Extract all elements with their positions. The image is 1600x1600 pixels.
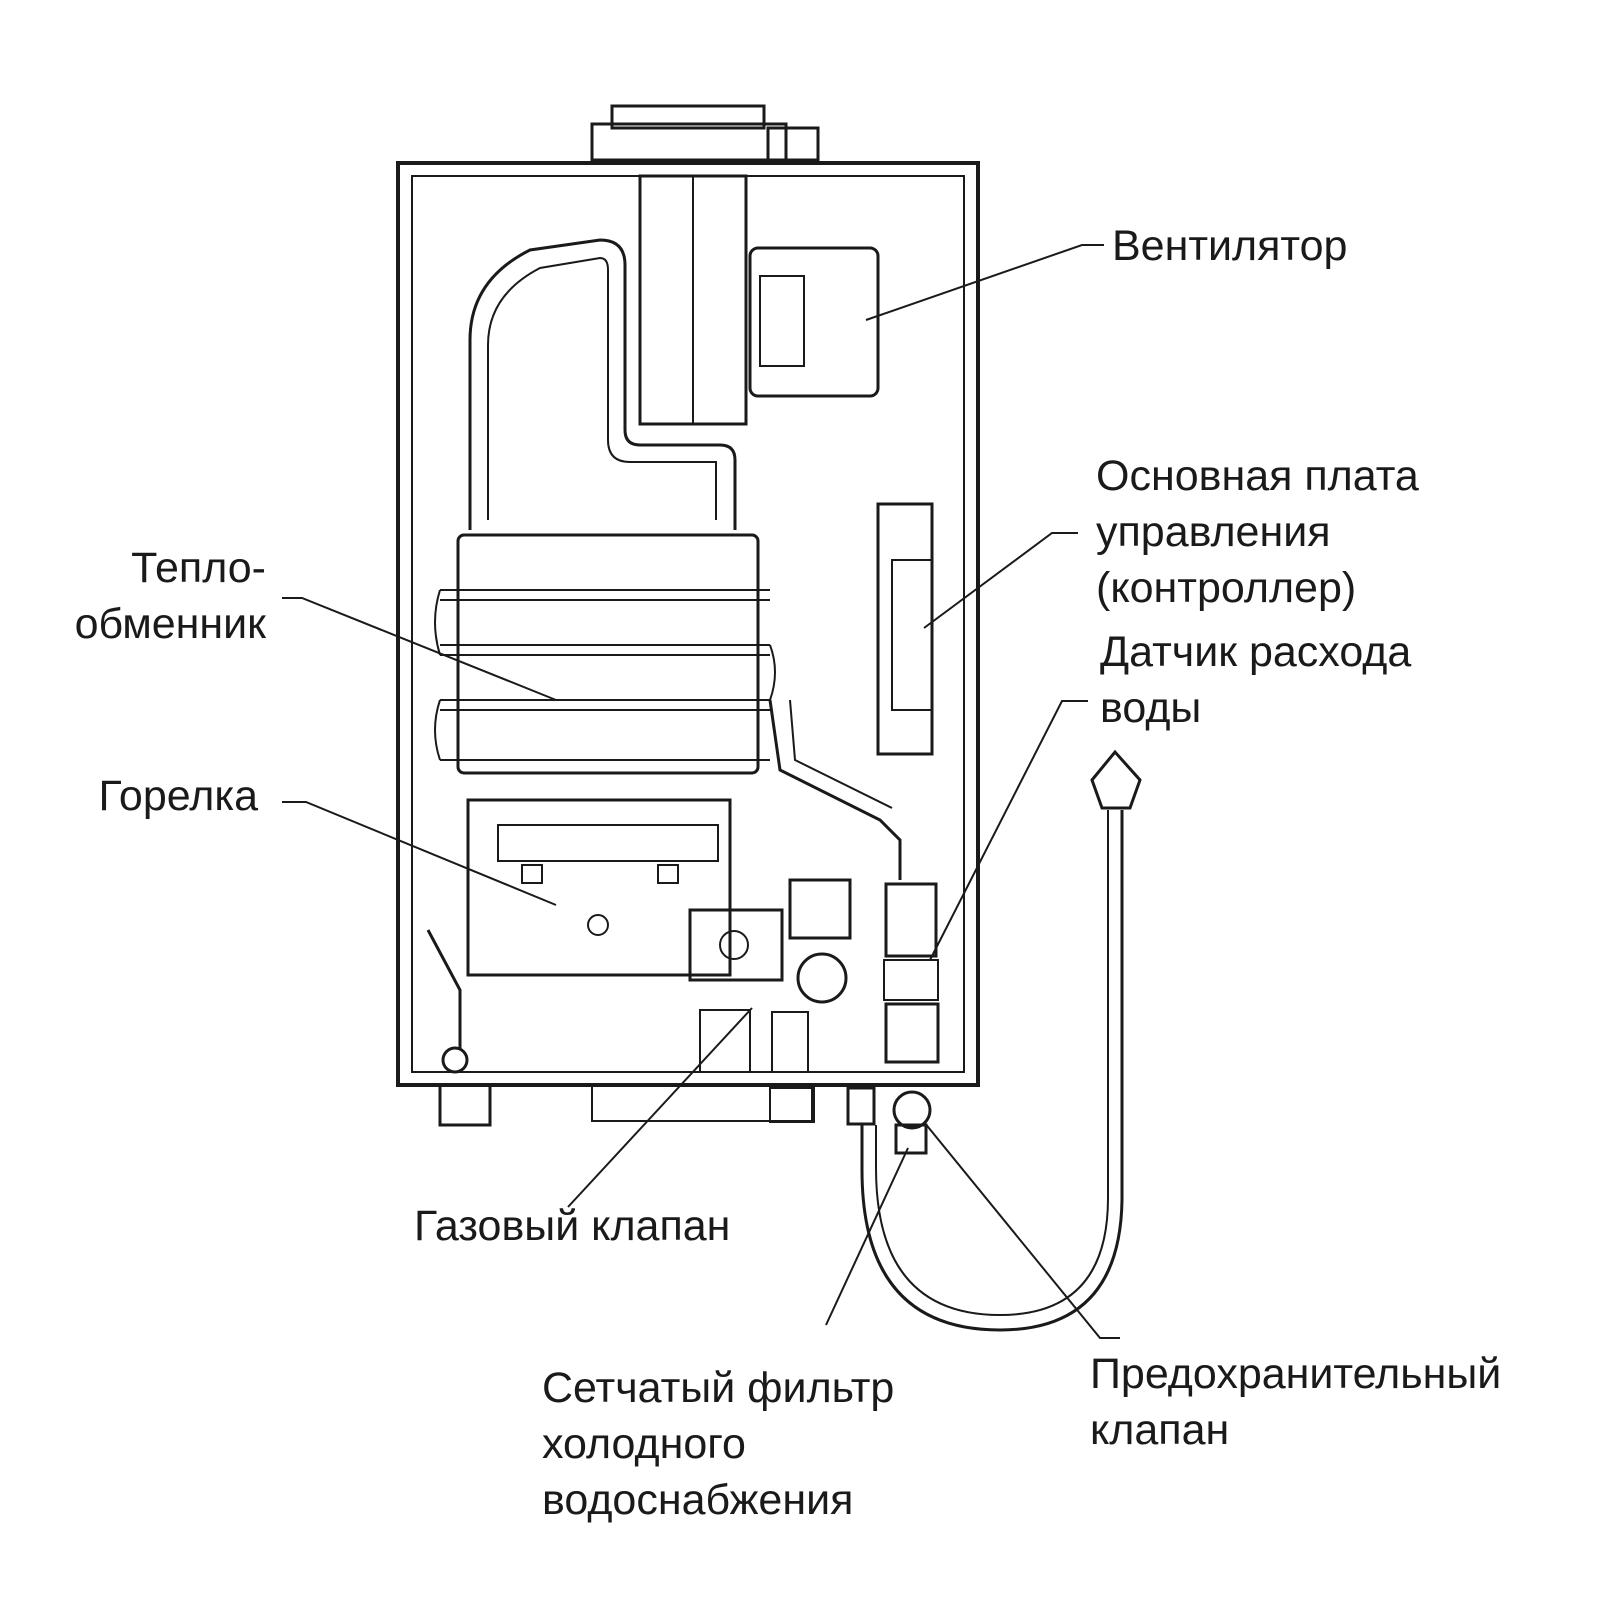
leader-safety-valve — [923, 1121, 1120, 1339]
bottom-bracket — [591, 1084, 813, 1122]
label-fan: Вентилятор — [1112, 222, 1348, 270]
gas-valve-solenoid — [788, 878, 852, 940]
leader-fan — [865, 244, 1104, 321]
leader-control-board — [923, 532, 1078, 629]
label-flow-sensor: Датчик расхода воды — [1100, 628, 1412, 732]
leader-heat-exchanger — [282, 597, 557, 701]
drain-hose — [860, 810, 1124, 1332]
bottom-connection-left — [438, 1083, 492, 1127]
fan-motor — [748, 246, 880, 398]
leader-gas-valve — [567, 1007, 753, 1208]
label-gas-valve: Газовый клапан — [414, 1202, 731, 1250]
burner-housing — [466, 798, 732, 977]
exchanger-top-pipe — [468, 238, 737, 530]
flue-collar — [610, 104, 766, 130]
flue-base — [590, 122, 788, 162]
gas-inlet-stub — [699, 1009, 751, 1073]
strainer-body — [894, 1123, 928, 1155]
leader-burner — [282, 801, 557, 906]
safety-valve-body — [892, 1090, 932, 1130]
leader-flow-sensor — [929, 700, 1088, 961]
label-heat-exchanger: Тепло- обменник — [74, 544, 266, 648]
label-control-board: Основная плата управления (контроллер) — [1096, 452, 1419, 612]
top-bracket-right — [766, 126, 820, 162]
label-safety-valve: Предохранительный клапан — [1090, 1350, 1502, 1454]
gas-valve-body — [688, 908, 784, 982]
cold-water-inlet — [846, 1086, 876, 1126]
flow-sensor-body — [884, 882, 938, 958]
control-board — [876, 502, 934, 756]
water-pipe — [768, 699, 902, 880]
label-strainer: Сетчатый фильтр холодного водоснабжения — [542, 1364, 895, 1524]
label-burner: Горелка — [98, 772, 259, 820]
hose-end-fitting — [1090, 749, 1142, 810]
leader-strainer — [825, 1147, 909, 1326]
